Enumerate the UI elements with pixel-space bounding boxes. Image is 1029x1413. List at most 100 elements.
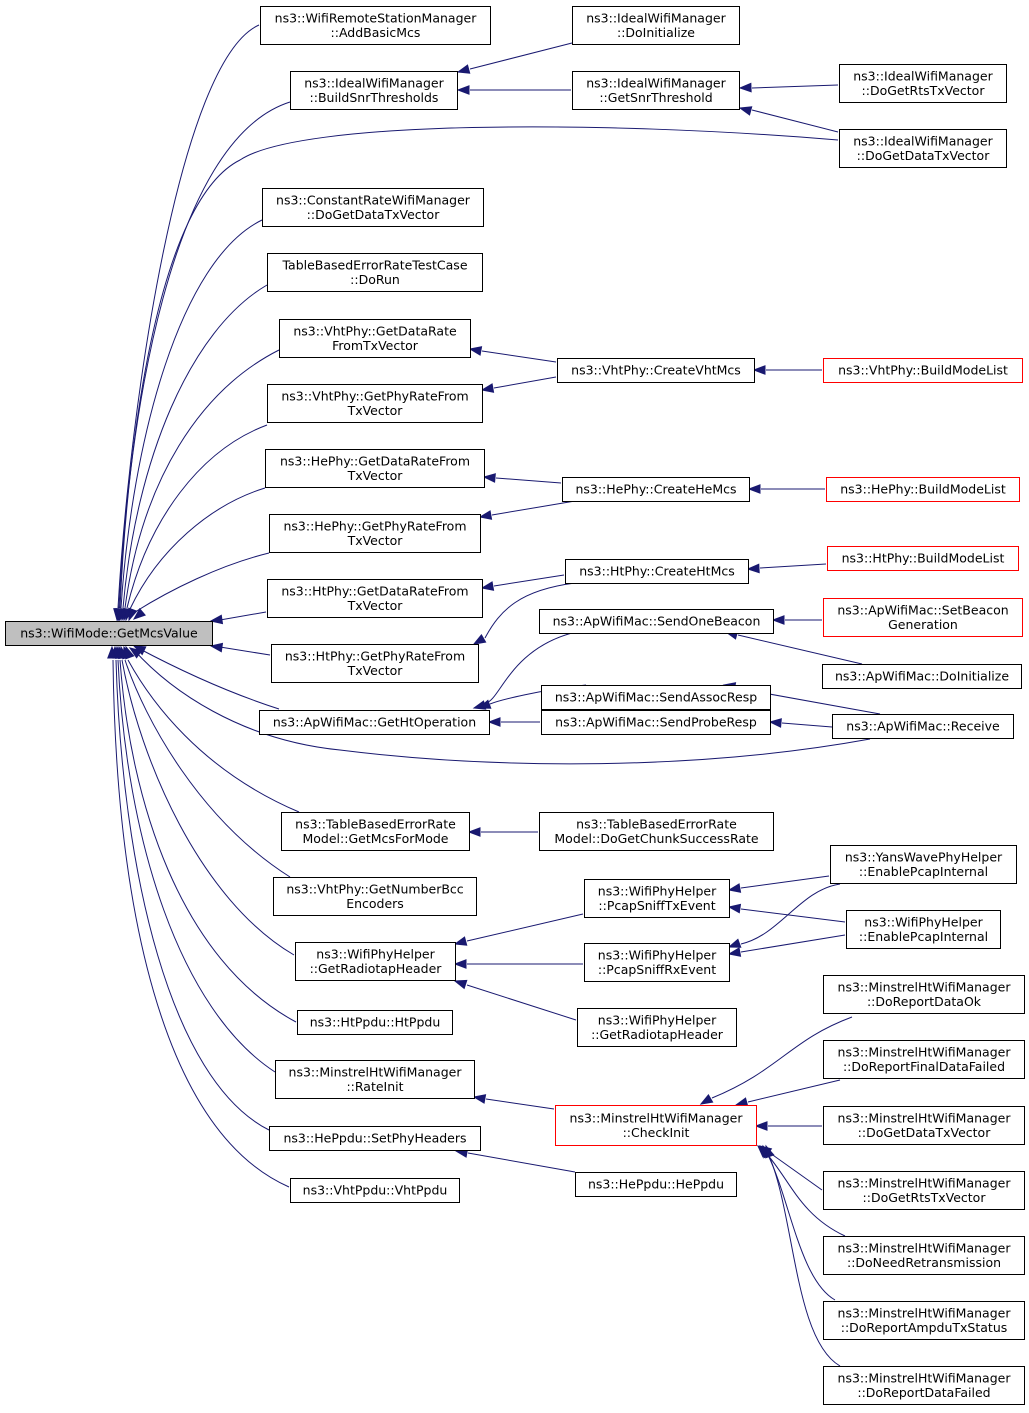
graph-node-minRts[interactable]: ns3::MinstrelHtWifiManager::DoGetRtsTxVe… [823, 1171, 1025, 1210]
node-label: ns3::WifiRemoteStationManager [275, 10, 478, 25]
graph-node-minRetx[interactable]: ns3::MinstrelHtWifiManager::DoNeedRetran… [823, 1236, 1025, 1275]
graph-node-buildSnr[interactable]: ns3::IdealWifiManager::BuildSnrThreshold… [290, 71, 458, 110]
graph-node-heBuild[interactable]: ns3::HePhy::BuildModeList [826, 477, 1020, 502]
graph-node-createHt[interactable]: ns3::HtPhy::CreateHtMcs [565, 559, 749, 584]
call-edge-pcapTx-to-getRadiotap [466, 913, 584, 942]
graph-node-getRadiotap2[interactable]: ns3::WifiPhyHelper::GetRadiotapHeader [577, 1008, 737, 1047]
node-label: ns3::WifiPhyHelper [598, 883, 717, 898]
graph-node-chunkSuccess[interactable]: ns3::TableBasedErrorRateModel::DoGetChun… [539, 812, 774, 851]
graph-node-apReceive[interactable]: ns3::ApWifiMac::Receive [832, 714, 1014, 739]
graph-node-root[interactable]: ns3::WifiMode::GetMcsValue [5, 621, 213, 646]
arrowhead-icon [482, 473, 496, 483]
graph-node-idealRts[interactable]: ns3::IdealWifiManager::DoGetRtsTxVector [839, 64, 1007, 103]
node-label: ::DoGetRtsTxVector [862, 83, 986, 98]
node-box [541, 685, 771, 710]
graph-node-sendProbe[interactable]: ns3::ApWifiMac::SendProbeResp [541, 710, 771, 735]
graph-node-pcapRx[interactable]: ns3::WifiPhyHelper::PcapSniffRxEvent [584, 943, 730, 982]
node-label: ::AddBasicMcs [331, 25, 421, 40]
graph-node-hePpdu[interactable]: ns3::HePpdu::HePpdu [575, 1172, 737, 1197]
node-box [290, 71, 458, 110]
graph-node-getMcsForMode[interactable]: ns3::TableBasedErrorRateModel::GetMcsFor… [281, 812, 470, 851]
arrowhead-icon [727, 938, 742, 948]
graph-node-vhtBuild[interactable]: ns3::VhtPhy::BuildModeList [823, 358, 1023, 383]
graph-node-createVht[interactable]: ns3::VhtPhy::CreateVhtMcs [557, 358, 755, 383]
graph-node-minReportOk[interactable]: ns3::MinstrelHtWifiManager::DoReportData… [823, 975, 1025, 1014]
graph-node-addBasicMcs[interactable]: ns3::WifiRemoteStationManager::AddBasicM… [260, 6, 491, 45]
node-label: ns3::WifiMode::GetMcsValue [20, 626, 198, 641]
call-edge-minRetx-to-checkInit [765, 1152, 846, 1237]
graph-node-idealDoInit[interactable]: ns3::IdealWifiManager::DoInitialize [572, 6, 740, 45]
arrowhead-icon [771, 615, 785, 625]
node-label: Model::GetMcsForMode [303, 831, 449, 846]
arrowhead-icon [752, 365, 766, 375]
graph-node-minAmpdu[interactable]: ns3::MinstrelHtWifiManager::DoReportAmpd… [823, 1301, 1025, 1340]
graph-node-createHe[interactable]: ns3::HePhy::CreateHeMcs [562, 477, 750, 502]
node-box [290, 1178, 460, 1203]
node-label: ns3::VhtPhy::GetPhyRateFrom [281, 388, 468, 403]
graph-node-htBuild[interactable]: ns3::HtPhy::BuildModeList [827, 546, 1019, 571]
arrowhead-icon [738, 106, 753, 116]
graph-node-constData[interactable]: ns3::ConstantRateWifiManager::DoGetDataT… [262, 188, 484, 227]
call-edge-minFinal-to-checkInit [747, 1079, 841, 1103]
arrowhead-icon [453, 936, 468, 946]
node-label: ns3::VhtPpdu::VhtPpdu [303, 1183, 448, 1198]
node-label: ::DoReportDataOk [867, 994, 982, 1009]
graph-node-apDoInit[interactable]: ns3::ApWifiMac::DoInitialize [822, 664, 1022, 689]
arrowhead-icon [746, 563, 760, 574]
graph-node-wifiPcap[interactable]: ns3::WifiPhyHelper::EnablePcapInternal [846, 910, 1001, 949]
node-box [259, 710, 490, 735]
graph-node-getSnr[interactable]: ns3::IdealWifiManager::GetSnrThreshold [572, 71, 740, 110]
graph-node-minData[interactable]: ns3::MinstrelHtWifiManager::DoGetDataTxV… [823, 1106, 1025, 1145]
node-box [539, 812, 774, 851]
node-label: ns3::HePhy::CreateHeMcs [575, 482, 736, 497]
graph-node-pcapTx[interactable]: ns3::WifiPhyHelper::PcapSniffTxEvent [584, 879, 730, 918]
graph-node-yansPcap[interactable]: ns3::YansWavePhyHelper::EnablePcapIntern… [830, 845, 1017, 884]
graph-node-idealData[interactable]: ns3::IdealWifiManager::DoGetDataTxVector [839, 129, 1007, 168]
graph-node-checkInit[interactable]: ns3::MinstrelHtWifiManager::CheckInit [555, 1105, 757, 1146]
node-box [557, 358, 755, 383]
node-label: ::DoReportDataFailed [857, 1385, 990, 1400]
call-edge-hePpdu-to-hePpduSet [467, 1152, 576, 1173]
graph-node-minFinal[interactable]: ns3::MinstrelHtWifiManager::DoReportFina… [823, 1040, 1025, 1079]
arrowhead-icon [456, 85, 470, 95]
node-label: ::DoReportAmpduTxStatus [841, 1320, 1008, 1335]
node-box [823, 1106, 1025, 1145]
call-edge-idealData-to-root [119, 126, 839, 609]
call-edges [107, 24, 881, 1367]
graph-node-hePpduSet[interactable]: ns3::HePpdu::SetPhyHeaders [269, 1126, 481, 1151]
call-edge-vhtPhyRate-to-root [126, 424, 268, 609]
call-edge-minRts-to-checkInit [769, 1152, 823, 1191]
graph-node-tableTest[interactable]: TableBasedErrorRateTestCase::DoRun [267, 253, 483, 292]
graph-node-getHtOp[interactable]: ns3::ApWifiMac::GetHtOperation [259, 710, 490, 735]
node-label: ns3::VhtPhy::BuildModeList [838, 363, 1008, 378]
graph-node-getRadiotap[interactable]: ns3::WifiPhyHelper::GetRadiotapHeader [295, 942, 456, 981]
arrowhead-icon [487, 717, 501, 727]
graph-node-sendBeacon[interactable]: ns3::ApWifiMac::SendOneBeacon [539, 609, 774, 634]
graph-node-sendAssoc[interactable]: ns3::ApWifiMac::SendAssocResp [541, 685, 771, 710]
call-edge-createVht-to-vhtPhyRate [493, 376, 557, 389]
arrowhead-icon [699, 1093, 714, 1105]
call-edge-idealDoInit-to-buildSnr [469, 42, 573, 70]
graph-node-minFailed[interactable]: ns3::MinstrelHtWifiManager::DoReportData… [823, 1366, 1025, 1405]
node-box [269, 1126, 481, 1151]
node-label: ns3::ApWifiMac::DoInitialize [835, 669, 1009, 684]
node-box [839, 64, 1007, 103]
node-label: TxVector [347, 468, 404, 483]
call-edge-idealRts-to-getSnr [751, 84, 839, 89]
node-label: ns3::MinstrelHtWifiManager [838, 1305, 1012, 1320]
node-label: ns3::HePpdu::SetPhyHeaders [283, 1131, 466, 1146]
graph-node-vhtPpdu[interactable]: ns3::VhtPpdu::VhtPpdu [290, 1178, 460, 1203]
node-label: ::CheckInit [623, 1125, 690, 1140]
graph-node-htPpdu[interactable]: ns3::HtPpdu::HtPpdu [297, 1010, 453, 1035]
graph-node-rateInit[interactable]: ns3::MinstrelHtWifiManager::RateInit [275, 1060, 475, 1099]
node-box [267, 579, 483, 618]
call-edge-hePpduSet-to-root [115, 659, 270, 1131]
